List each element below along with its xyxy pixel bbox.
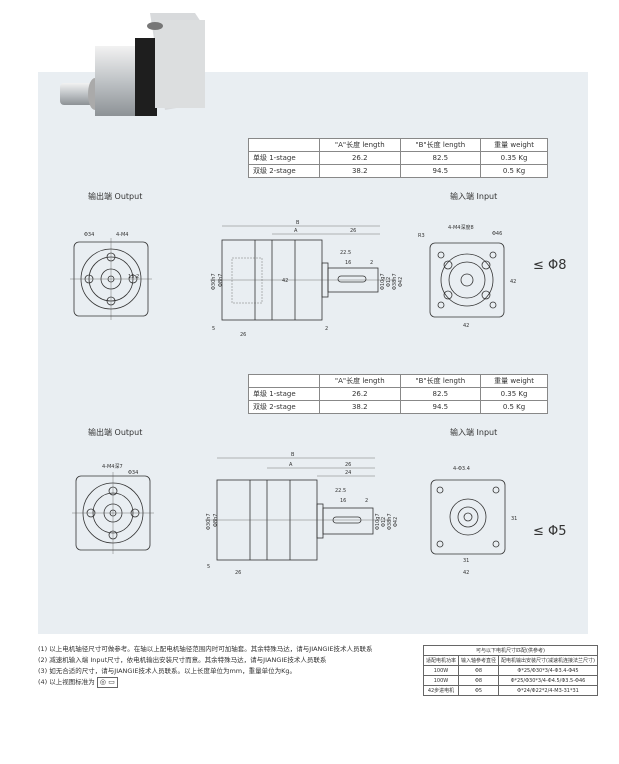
svg-text:42: 42 [510, 279, 516, 285]
shaft-limit-2: ≤ Φ5 [533, 524, 567, 539]
svg-text:2: 2 [370, 260, 373, 266]
input-label-2: 输入端 Input [450, 428, 498, 437]
svg-text:A: A [289, 462, 293, 468]
notes: (1) 以上电机轴径尺寸可做参考。在轴以上配电机轴径范围内时可加轴套。其余特殊马… [38, 644, 372, 688]
dim-phi12: Φ12 [386, 277, 392, 287]
svg-text:22.5: 22.5 [335, 488, 346, 494]
svg-text:B: B [291, 452, 295, 458]
svg-text:A: A [294, 228, 298, 234]
output-view-drawing-1: Φ34 4-M4 13.2 [70, 232, 152, 320]
svg-text:B: B [296, 220, 300, 226]
svg-text:31: 31 [511, 516, 517, 522]
input-view-drawing-2: 4-Φ3.4 31 31 42 [430, 466, 517, 576]
side-view-drawing-2: BA 26 24 22.5 16 2 Φ30h7 Φ8h7 Φ10g7 Φ12 Φ38h… [205, 452, 399, 576]
svg-text:2: 2 [325, 326, 328, 332]
motor-reference-table: 可与以下电机尺寸匹配(供参考) 适配电机功率输入轴参考直径配电机输出安装尺寸(减… [422, 645, 598, 696]
dim-phi42: Φ42 [393, 517, 399, 527]
svg-text:16: 16 [340, 498, 346, 504]
svg-text:Φ34: Φ34 [128, 470, 138, 476]
svg-text:5: 5 [212, 326, 215, 332]
note-4: (4) 以上视图标准为 ◎ ▭ [38, 677, 372, 688]
output-label-1: 输出端 Output [88, 192, 143, 201]
input-label-1: 输入端 Input [450, 192, 498, 201]
svg-text:26: 26 [235, 570, 241, 576]
note-2: (2) 减速机输入端 Input尺寸，依电机输出安装尺寸而意。其余特殊马达，请与… [38, 656, 327, 664]
dim-phi10g7: Φ10g7 [380, 273, 386, 290]
product-image [60, 13, 205, 116]
svg-text:R3: R3 [418, 233, 425, 239]
svg-text:26: 26 [350, 228, 356, 234]
dim-phi38h7: Φ38h7 [387, 513, 393, 530]
shaft-limit-1: ≤ Φ8 [533, 258, 567, 273]
projection-symbol-icon: ◎ ▭ [96, 677, 118, 688]
dim-phi42: Φ42 [398, 277, 404, 287]
svg-text:2: 2 [365, 498, 368, 504]
svg-text:16: 16 [345, 260, 351, 266]
svg-text:31: 31 [463, 558, 469, 564]
dim-phi8h7: Φ8h7 [218, 274, 224, 287]
note-1: (1) 以上电机轴径尺寸可做参考。在轴以上配电机轴径范围内时可加轴套。其余特殊马… [38, 645, 373, 653]
dim-phi12: Φ12 [381, 517, 387, 527]
side-view-drawing-1: BA 26 22.5 16 2 42 Φ30h7 Φ8h7 Φ10g7 Φ12 Φ38… [210, 220, 404, 338]
svg-text:22.5: 22.5 [340, 250, 351, 256]
svg-text:5: 5 [207, 564, 210, 570]
svg-text:42: 42 [282, 278, 288, 284]
dim-phi38h7: Φ38h7 [392, 273, 398, 290]
dim-phi30h7: Φ30h7 [211, 273, 217, 290]
output-label-2: 输出端 Output [88, 428, 143, 437]
svg-text:42: 42 [463, 570, 469, 576]
svg-text:24: 24 [345, 470, 351, 476]
svg-text:Φ34: Φ34 [84, 232, 94, 238]
dim-phi30h7: Φ30h7 [206, 513, 212, 530]
svg-text:26: 26 [240, 332, 246, 338]
svg-text:4-M4: 4-M4 [116, 232, 128, 238]
svg-text:4-M4深度8: 4-M4深度8 [448, 224, 474, 231]
svg-text:Φ46: Φ46 [492, 231, 502, 237]
svg-text:26: 26 [345, 462, 351, 468]
svg-text:13.2: 13.2 [128, 274, 139, 280]
dim-phi8h7: Φ8h7 [213, 514, 219, 527]
svg-text:4-Φ3.4: 4-Φ3.4 [453, 466, 470, 472]
svg-text:4-M4深7: 4-M4深7 [102, 463, 123, 470]
svg-text:42: 42 [463, 323, 469, 329]
dim-phi10g7: Φ10g7 [375, 513, 381, 530]
note-3: (3) 如无合适的尺寸，请与JIANGIE技术人员联系。以上长度单位为mm，重量… [38, 667, 297, 675]
